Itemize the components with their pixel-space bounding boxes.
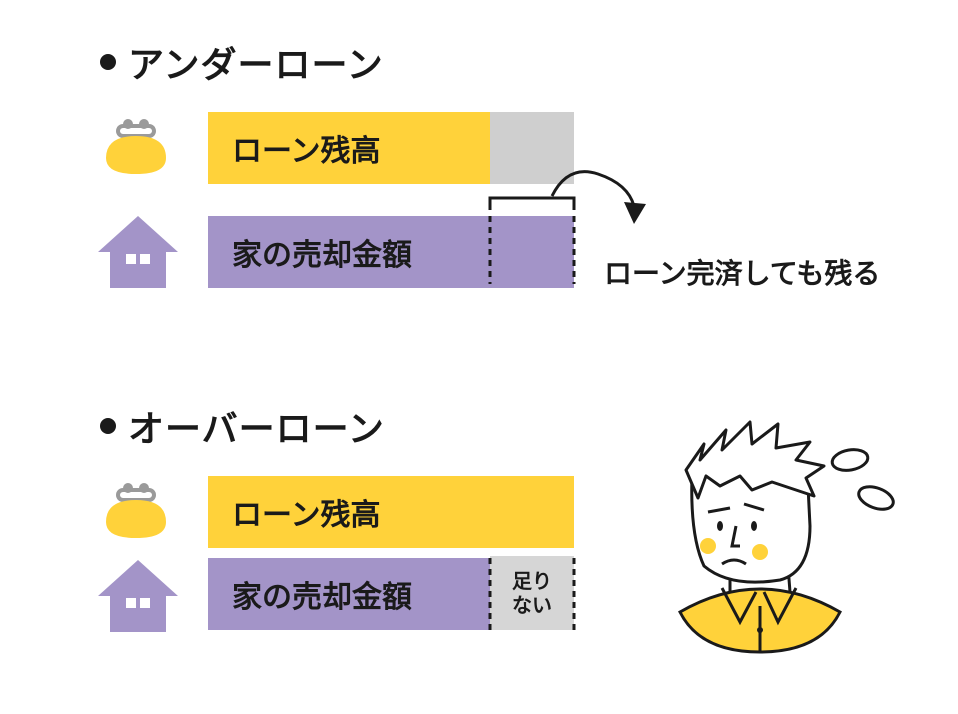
over-loan-heading: オーバーローン — [100, 400, 385, 452]
surplus-bracket-and-arrow — [488, 170, 646, 284]
under-loan-title: アンダーローン — [128, 45, 384, 86]
under-loan-remainder-segment — [490, 112, 574, 184]
surplus-bracket — [488, 196, 576, 210]
bullet-icon — [100, 54, 116, 70]
over-loan-sale-label: 家の売却金額 — [232, 580, 412, 615]
purse-icon — [106, 119, 166, 174]
under-loan-note: ローン完済しても残る — [604, 257, 881, 290]
shortfall-segment: 足り ない — [490, 556, 574, 630]
under-loan-balance-bar: ローン残高 — [208, 112, 490, 184]
worried-man-illustration — [678, 420, 895, 654]
purse-icon — [106, 483, 166, 538]
bullet-icon — [100, 418, 116, 434]
shortfall-dashed-lines — [488, 558, 576, 630]
over-loan-balance-bar: ローン残高 — [208, 476, 574, 548]
under-loan-sale-bar: 家の売却金額 — [208, 216, 574, 288]
shortfall-text-line1: 足り — [512, 569, 552, 593]
under-loan-balance-label: ローン残高 — [232, 134, 381, 169]
curved-arrow-icon — [550, 170, 636, 207]
over-loan-title: オーバーローン — [128, 409, 385, 450]
over-loan-sale-bar: 家の売却金額 — [208, 558, 490, 630]
over-loan-balance-label: ローン残高 — [232, 498, 381, 533]
house-icon — [98, 216, 178, 288]
house-icon — [98, 560, 178, 632]
shortfall-text-line2: ない — [512, 593, 552, 617]
under-loan-heading: アンダーローン — [100, 36, 384, 88]
under-loan-sale-label: 家の売却金額 — [232, 238, 412, 273]
